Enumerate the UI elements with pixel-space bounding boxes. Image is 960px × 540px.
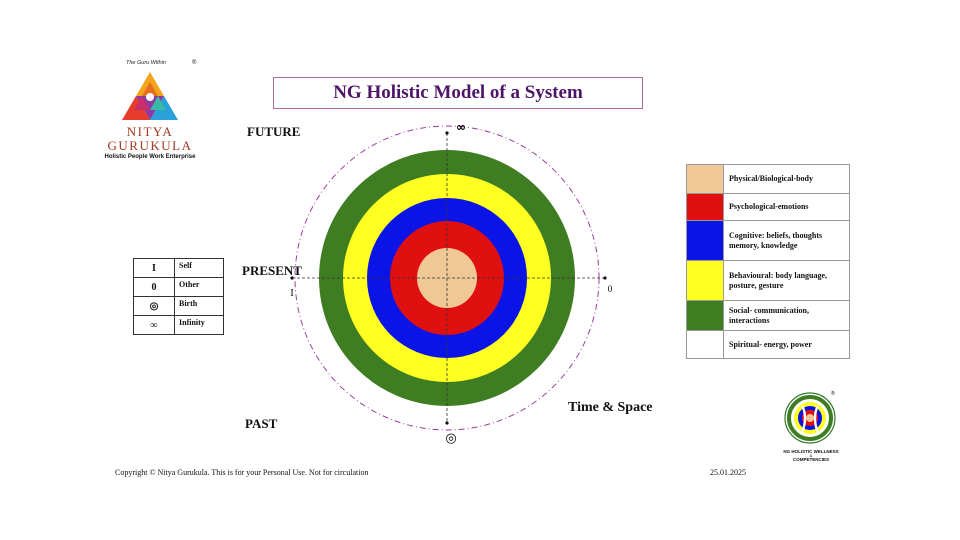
symbol-key-symbol: 0 — [133, 277, 175, 297]
wellness-logo: ® NG HOLISTIC WELLNESS & COMPETENCIES — [776, 388, 846, 468]
logo-tagline: The Guru Within — [126, 60, 166, 66]
legend-swatch — [686, 193, 724, 221]
legend-swatch — [686, 260, 724, 301]
footer-date: 25.01.2025 — [710, 468, 746, 477]
wellness-emblem-icon: ® — [784, 390, 836, 444]
legend-swatch — [686, 300, 724, 331]
symbol-key-row: 0 Other — [133, 277, 224, 297]
future-label: FUTURE — [247, 124, 301, 139]
past-label: PAST — [245, 416, 278, 431]
other-symbol: 0 — [608, 284, 613, 294]
legend-label: Cognitive: beliefs, thoughts memory, kno… — [723, 220, 850, 261]
legend-row: Behavioural: body language, posture, ges… — [686, 260, 850, 301]
legend-row: Psychological-emotions — [686, 193, 850, 221]
time-space-label: Time & Space — [568, 400, 653, 415]
legend-row: Social- communication, interactions — [686, 300, 850, 331]
symbol-key-symbol: ◎ — [133, 296, 175, 316]
logo-registered-mark: ® — [192, 60, 197, 66]
legend-swatch — [686, 164, 724, 194]
legend-label: Behavioural: body language, posture, ges… — [723, 260, 850, 301]
symbol-key-table: I Self 0 Other ◎ Birth ∞ Infinity — [133, 258, 224, 335]
legend-row: Physical/Biological-body — [686, 164, 850, 194]
symbol-key-symbol: ∞ — [133, 315, 175, 335]
birth-symbol: ◎ — [445, 431, 456, 446]
present-label: PRESENT — [242, 263, 302, 278]
symbol-key-meaning: Self — [174, 258, 224, 278]
legend-swatch — [686, 220, 724, 261]
symbol-key-meaning: Infinity — [174, 315, 224, 335]
legend-row: Cognitive: beliefs, thoughts memory, kno… — [686, 220, 850, 261]
holistic-circle-diagram: ∞ ◎ I 0 — [290, 120, 613, 446]
legend-swatch — [686, 330, 724, 359]
legend-row: Spiritual- energy, power — [686, 330, 850, 359]
nitya-gurukula-logo: The Guru Within ® NITYA GURUKULA Holisti… — [96, 58, 206, 168]
layer-legend: Physical/Biological-body Psychological-e… — [686, 164, 850, 359]
legend-label: Spiritual- energy, power — [723, 330, 850, 359]
legend-label: Social- communication, interactions — [723, 300, 850, 331]
legend-label: Physical/Biological-body — [723, 164, 850, 194]
symbol-key-row: I Self — [133, 258, 224, 278]
infinity-symbol: ∞ — [456, 120, 466, 134]
copyright-text: Copyright © Nitya Gurukula. This is for … — [115, 468, 369, 477]
symbol-key-symbol: I — [133, 258, 175, 278]
wellness-registered-mark: ® — [831, 390, 835, 397]
symbol-key-meaning: Other — [174, 277, 224, 297]
wellness-caption-ampersand: & — [809, 453, 813, 458]
wellness-caption-line1: NG HOLISTIC WELLNESS — [783, 449, 839, 454]
symbol-key-row: ◎ Birth — [133, 296, 224, 316]
logo-brand-line1: NITYA — [126, 124, 174, 139]
legend-label: Psychological-emotions — [723, 193, 850, 221]
symbol-key-row: ∞ Infinity — [133, 315, 224, 335]
page-title: NG Holistic Model of a System — [273, 77, 643, 109]
symbol-key-meaning: Birth — [174, 296, 224, 316]
logo-subtitle: Holistic People Work Enterprise — [104, 154, 196, 160]
logo-brand-line2: GURUKULA — [107, 138, 193, 153]
wellness-caption-line2: COMPETENCIES — [792, 457, 829, 462]
triangle-emblem-icon — [122, 72, 178, 120]
self-symbol: I — [290, 288, 293, 299]
